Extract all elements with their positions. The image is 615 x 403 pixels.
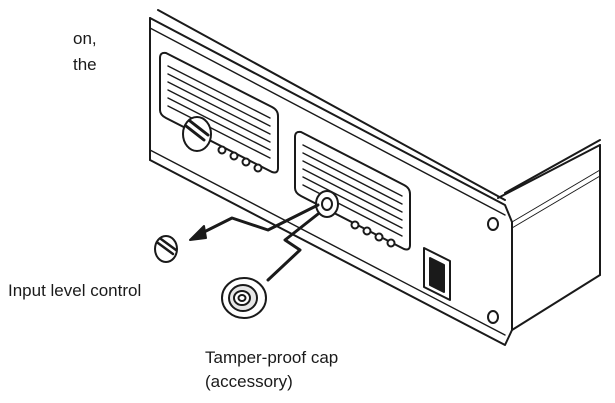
vent-slot: [302, 160, 403, 213]
vent-slot: [302, 144, 403, 197]
vent-slot: [302, 152, 403, 205]
led-row-right: [350, 220, 396, 248]
led-indicator: [362, 226, 372, 236]
mounting-holes: [487, 217, 499, 324]
partial-text-line-2: the: [73, 55, 97, 74]
removed-knob: [154, 235, 178, 263]
tamper-proof-cap: [221, 277, 267, 319]
vent-slot: [167, 65, 271, 119]
label-tamper-proof-cap: Tamper-proof cap: [205, 348, 339, 367]
chassis-side-bottom: [511, 274, 601, 331]
led-indicator: [241, 157, 251, 167]
cap-center: [237, 294, 247, 302]
vent-grille-left-frame: [159, 51, 279, 174]
mounting-hole-top: [487, 217, 499, 231]
led-indicator: [229, 151, 239, 161]
knob-left-grip: [184, 119, 210, 142]
led-indicator: [253, 163, 263, 173]
vent-grille-left: [159, 51, 279, 174]
arrow-head: [189, 225, 207, 241]
vent-slot: [167, 97, 271, 151]
mounting-hole-bottom: [487, 310, 499, 324]
led-row-left: [217, 145, 263, 173]
partial-text-line-1: on,: [73, 29, 97, 48]
power-switch: [423, 247, 451, 301]
removed-knob-grip: [156, 237, 178, 256]
input-knob-left: [182, 116, 212, 152]
label-input-level-control: Input level control: [8, 281, 142, 300]
cap-leader: [266, 212, 320, 282]
front-panel-rail-top: [149, 27, 506, 216]
arrow-path-cap: [266, 212, 320, 282]
led-indicator: [350, 220, 360, 230]
front-panel-rail-bottom: [149, 149, 506, 336]
label-accessory: (accessory): [205, 372, 293, 391]
chassis-top-edge: [157, 9, 506, 201]
led-indicator: [217, 145, 227, 155]
vent-slot: [167, 81, 271, 135]
chassis-side-inner: [511, 169, 601, 223]
vent-slot: [167, 89, 271, 143]
arrow-path-knob: [196, 203, 320, 237]
shaft-core: [321, 197, 333, 211]
vent-slot: [167, 73, 271, 127]
chassis-top-back-edge: [504, 139, 601, 194]
vent-grille-right: [294, 130, 411, 251]
vent-slot: [302, 168, 403, 221]
chassis: [157, 9, 601, 331]
removal-arrow: [189, 203, 320, 241]
power-switch-rocker: [429, 257, 445, 293]
vent-grille-right-frame: [294, 130, 411, 251]
vent-slot: [302, 176, 403, 229]
led-indicator: [374, 232, 384, 242]
led-indicator: [386, 238, 396, 248]
vent-slot: [167, 105, 271, 159]
control-shaft-right: [315, 190, 339, 218]
chassis-side-inner-2: [511, 175, 601, 229]
chassis-top-far-edge: [497, 144, 601, 199]
